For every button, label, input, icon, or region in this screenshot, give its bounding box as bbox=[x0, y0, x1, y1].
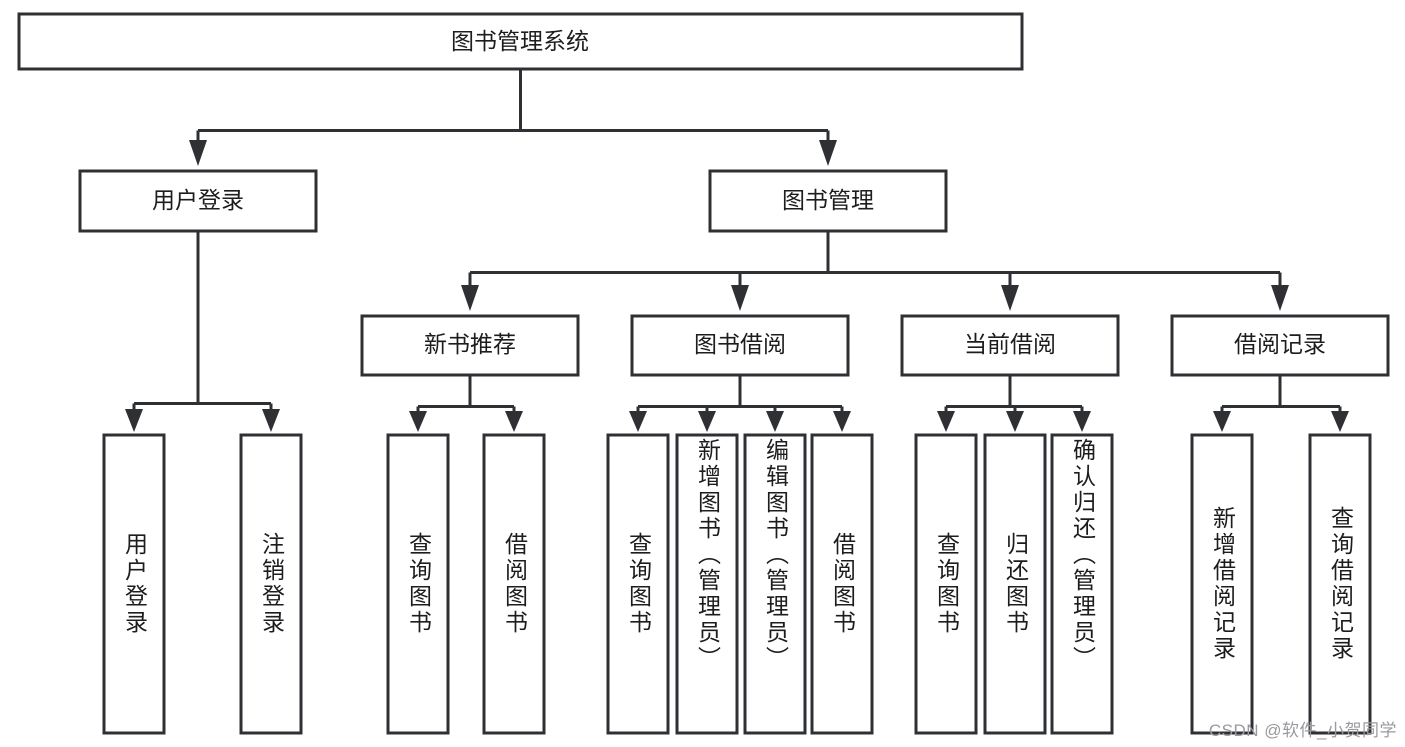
node-box-borrow-record[interactable] bbox=[1170, 314, 1390, 377]
node-label-book-borrow: 图书借阅 bbox=[694, 331, 786, 357]
arrowhead-new-book-recommend bbox=[461, 285, 479, 311]
node-label-user-login: 用户登录 bbox=[152, 187, 244, 213]
node-box-leaf-add-record[interactable] bbox=[1190, 433, 1254, 735]
node-box-leaf-confirm-return[interactable] bbox=[1050, 433, 1114, 735]
node-box-new-book-recommend[interactable] bbox=[360, 314, 580, 377]
node-label-current-borrow: 当前借阅 bbox=[964, 331, 1056, 357]
arrowhead-leaf-return-book bbox=[1006, 411, 1024, 432]
node-box-book-borrow[interactable] bbox=[630, 314, 850, 377]
arrowhead-borrow-record bbox=[1271, 285, 1289, 311]
arrowhead-book-manage bbox=[819, 140, 837, 166]
arrowhead-leaf-user-login bbox=[125, 409, 143, 432]
arrowhead-leaf-add-record bbox=[1213, 411, 1231, 432]
arrowhead-leaf-query-book-2 bbox=[629, 411, 647, 432]
node-box-leaf-query-book-1[interactable] bbox=[386, 433, 450, 735]
arrowhead-leaf-query-book-3 bbox=[937, 411, 955, 432]
node-box-leaf-return-book[interactable] bbox=[983, 433, 1047, 735]
node-box-leaf-borrow-book-1[interactable] bbox=[482, 433, 546, 735]
node-box-leaf-edit-book[interactable] bbox=[743, 433, 807, 735]
connector-layer bbox=[125, 69, 1349, 432]
node-label-book-manage: 图书管理 bbox=[782, 187, 874, 213]
node-box-leaf-query-book-2[interactable] bbox=[606, 433, 670, 735]
arrowhead-leaf-add-book bbox=[698, 411, 716, 432]
node-box-current-borrow[interactable] bbox=[900, 314, 1120, 377]
node-label-root: 图书管理系统 bbox=[451, 28, 589, 54]
node-box-user-login[interactable] bbox=[78, 169, 318, 233]
node-box-leaf-borrow-book-2[interactable] bbox=[810, 433, 874, 735]
arrowhead-book-borrow bbox=[731, 285, 749, 311]
arrowhead-leaf-confirm-return bbox=[1073, 411, 1091, 432]
arrowhead-leaf-query-record bbox=[1331, 411, 1349, 432]
node-box-leaf-query-record[interactable] bbox=[1308, 433, 1372, 735]
arrowhead-current-borrow bbox=[1001, 285, 1019, 311]
arrowhead-leaf-edit-book bbox=[766, 411, 784, 432]
arrowhead-leaf-logout-login bbox=[262, 409, 280, 432]
node-box-root[interactable] bbox=[17, 12, 1024, 71]
node-box-leaf-logout-login[interactable] bbox=[239, 433, 303, 735]
node-box-book-manage[interactable] bbox=[708, 169, 948, 233]
arrowhead-leaf-borrow-book-1 bbox=[505, 411, 523, 432]
node-label-new-book-recommend: 新书推荐 bbox=[424, 331, 516, 357]
arrowhead-leaf-query-book-1 bbox=[409, 411, 427, 432]
node-box-leaf-add-book[interactable] bbox=[675, 433, 739, 735]
arrowhead-user-login bbox=[189, 140, 207, 166]
node-box-leaf-user-login[interactable] bbox=[102, 433, 166, 735]
horizontal-label-layer: 图书管理系统 用户登录 图书管理 新书推荐 图书借阅 当前借阅 借阅记录 bbox=[152, 28, 1326, 357]
arrowhead-leaf-borrow-book-2 bbox=[833, 411, 851, 432]
node-layer bbox=[17, 12, 1390, 735]
csdn-watermark: CSDN @软件_小贺同学 bbox=[1208, 721, 1397, 740]
node-label-borrow-record: 借阅记录 bbox=[1234, 331, 1326, 357]
node-box-leaf-query-book-3[interactable] bbox=[914, 433, 978, 735]
